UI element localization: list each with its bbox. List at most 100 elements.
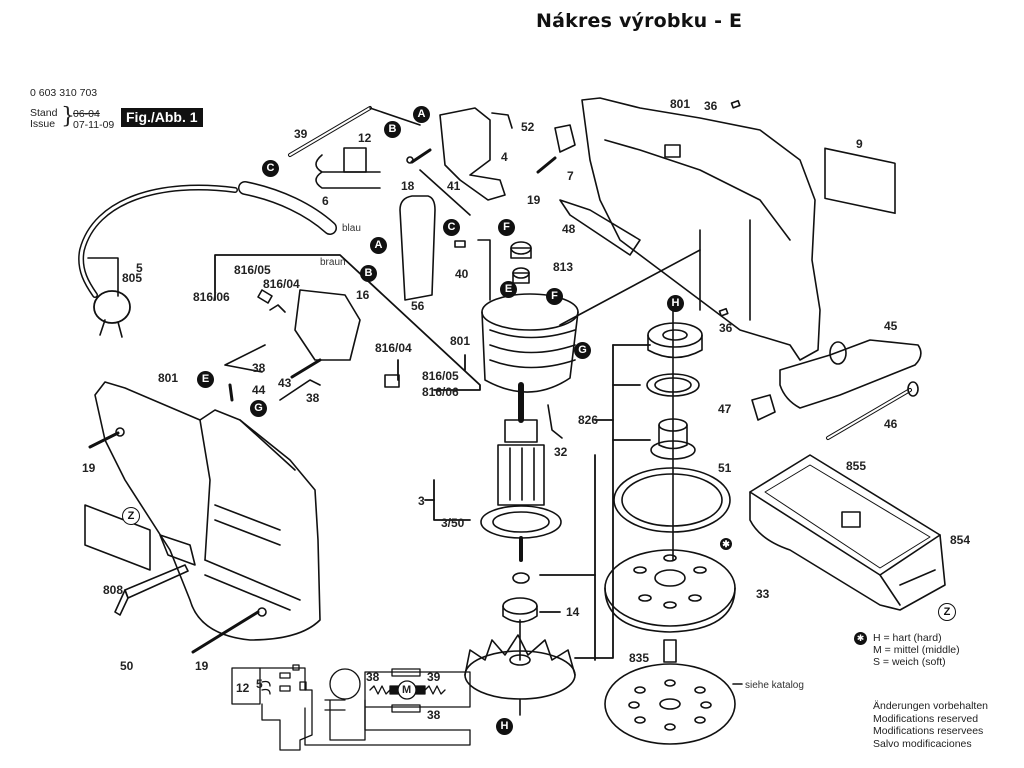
connector-marker-b-cable: B: [360, 265, 377, 282]
part-label-801-left: 801: [158, 371, 179, 385]
legend-item-middle: M = mittel (middle): [873, 644, 960, 656]
power-cable-drawing: [78, 181, 337, 338]
bushing-drawing: [510, 241, 532, 284]
leader-lines-drawing: [214, 254, 651, 661]
note-english: Modifications reserved: [873, 712, 979, 725]
star-icon: ✱: [854, 632, 867, 645]
part-label-801-right: 801: [670, 97, 691, 111]
part-label-36-mid: 36: [719, 321, 733, 335]
housing-right-drawing: [554, 97, 896, 361]
part-label-33: 33: [756, 587, 770, 601]
wiring-label-brush-top: 38: [366, 670, 380, 684]
connector-marker-g-left: G: [250, 400, 267, 417]
part-label-801-coil: 801: [450, 334, 471, 348]
part-label-46: 46: [884, 417, 898, 431]
part-label-7: 7: [567, 169, 574, 183]
part-label-805: 805: [122, 271, 143, 285]
part-label-4: 4: [501, 150, 508, 164]
connector-marker-f-coil: F: [546, 288, 563, 305]
part-label-41: 41: [447, 179, 461, 193]
part-label-19-top: 19: [527, 193, 541, 207]
connector-marker-g-coil: G: [574, 342, 591, 359]
wiring-label-brush-bottom: 38: [427, 708, 441, 722]
hardness-legend: ✱ H = hart (hard) M = mittel (middle) S …: [854, 632, 960, 668]
part-label-19-bottom: 19: [195, 659, 209, 673]
part-label-826: 826: [578, 413, 599, 427]
part-label-835: 835: [629, 651, 650, 665]
part-label-38-upper: 38: [252, 361, 266, 375]
armature-drawing: [480, 382, 563, 562]
part-label-12: 12: [358, 131, 372, 145]
part-label-816-05: 816/05: [234, 263, 271, 277]
part-label-44: 44: [252, 383, 266, 397]
motor-symbol: M: [402, 684, 412, 696]
part-label-3-50: 3/50: [441, 516, 465, 530]
see-catalog-label: siehe katalog: [745, 680, 804, 691]
dust-box-drawing: [749, 454, 946, 611]
part-label-816-04-b: 816/04: [375, 341, 412, 355]
bearing-stack-drawing: [613, 309, 731, 561]
part-label-39: 39: [294, 127, 308, 141]
connector-marker-e-left: E: [197, 371, 214, 388]
part-label-6: 6: [322, 194, 329, 208]
screws-drawing: [88, 99, 741, 654]
part-label-816-04: 816/04: [263, 277, 300, 291]
part-label-808: 808: [103, 583, 124, 597]
legend-item-soft: S = weich (soft): [873, 656, 946, 668]
hardness-star-icon: ✱: [720, 538, 732, 550]
sanding-sheet-drawing: [604, 663, 743, 745]
housing-left-drawing: [84, 381, 321, 641]
field-coil-drawing: [481, 249, 701, 393]
connector-marker-z-right: Z: [938, 603, 956, 621]
part-label-43: 43: [278, 376, 292, 390]
part-label-855: 855: [846, 459, 867, 473]
legend-item-hard: H = hart (hard): [873, 632, 942, 644]
connector-marker-a-top: A: [413, 106, 430, 123]
connector-marker-c-cover: C: [443, 219, 460, 236]
part-label-51: 51: [718, 461, 732, 475]
page-title: Nákres výrobku - E: [536, 10, 743, 32]
part-label-36-top: 36: [704, 99, 718, 113]
cover-plate-drawing: [399, 195, 491, 301]
part-label-816-06-b: 816/06: [422, 385, 459, 399]
stand-label: Stand: [30, 107, 58, 119]
connector-marker-f-top: F: [498, 219, 515, 236]
note-spanish: Salvo modificaciones: [873, 737, 972, 750]
wiring-label-switch: 12: [236, 681, 250, 695]
part-label-56: 56: [411, 299, 425, 313]
connector-marker-h-bearing: H: [667, 295, 684, 312]
wiring-diagram: [231, 664, 471, 751]
part-label-14: 14: [566, 605, 580, 619]
part-label-5: 5: [136, 261, 143, 275]
switch-assembly-drawing: [288, 106, 513, 216]
handle-drawing: [751, 339, 922, 440]
wire-label-braun: braun: [320, 257, 346, 268]
part-label-18: 18: [401, 179, 415, 193]
connector-marker-h-fan: H: [496, 718, 513, 735]
part-label-3: 3: [418, 494, 425, 508]
part-label-38-lower: 38: [306, 391, 320, 405]
part-label-19-left: 19: [82, 461, 96, 475]
wiring-label-cable: 5: [256, 677, 263, 691]
brace-icon: }: [61, 104, 75, 129]
note-german: Änderungen vorbehalten: [873, 700, 989, 712]
part-label-48: 48: [562, 222, 576, 236]
note-french: Modifications reservees: [873, 725, 984, 737]
part-label-854: 854: [950, 533, 971, 547]
wire-label-blau: blau: [342, 223, 361, 234]
stand-value: 06-04: [73, 108, 100, 120]
modification-notes: Änderungen vorbehalten Modifications res…: [873, 700, 988, 750]
part-number: 0 603 310 703: [30, 87, 98, 99]
part-label-9: 9: [856, 137, 863, 151]
part-label-816-06: 816/06: [193, 290, 230, 304]
part-label-16: 16: [356, 288, 370, 302]
figure-label: Fig./Abb. 1: [121, 108, 203, 127]
part-label-47: 47: [718, 402, 732, 416]
connector-marker-c-left: C: [262, 160, 279, 177]
fan-and-bearing-drawing: [464, 572, 576, 716]
part-label-45: 45: [884, 319, 898, 333]
issue-value: 07-11-09: [73, 119, 115, 131]
part-label-816-05-b: 816/05: [422, 369, 459, 383]
wiring-label-resistor-top: 39: [427, 670, 441, 684]
